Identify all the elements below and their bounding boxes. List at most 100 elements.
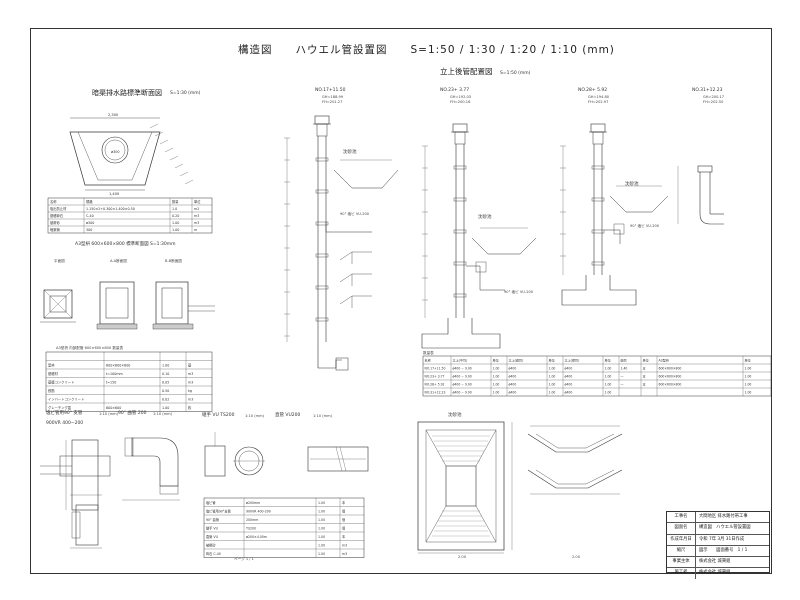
qty-table-cell: 1.00 — [745, 367, 752, 371]
qty-table-cell: 単位 — [493, 358, 499, 363]
culvert-table-cell: C-40 — [86, 214, 94, 218]
parts-table-cell: m3 — [342, 544, 347, 548]
straight-pipe-body — [307, 446, 369, 472]
elbow-body — [131, 437, 179, 487]
standpipe-1-branch — [339, 273, 372, 283]
sediment-1-shape — [333, 169, 399, 189]
standpipe-3-fh: FH=202.97 — [588, 100, 609, 104]
box-table-cell: 1.00 — [162, 364, 169, 368]
qty-table-cell: 曲管 — [621, 358, 627, 363]
standpipe-joint — [453, 197, 467, 202]
culvert-dim-top-text: 2,300 — [108, 113, 119, 117]
box-table-cell: 基 — [188, 363, 192, 368]
standpipe-joint — [453, 293, 467, 298]
culvert-table-cell: 基礎砕石 — [50, 213, 64, 218]
parts-table-cell: 継手 VU — [206, 526, 219, 531]
elbow-socket-a — [124, 437, 134, 457]
parts-table-cell: 個 — [342, 517, 345, 522]
standpipe-joint — [315, 253, 329, 258]
box-table-cell: 0.05 — [162, 381, 169, 385]
qty-table-cell: ø400 — [565, 391, 573, 395]
part-2-title: 90° 曲管 200 — [118, 411, 147, 416]
box-table-cell: m3 — [188, 398, 193, 402]
standpipe-3-label: NO.28+ 5.92 — [578, 88, 608, 93]
box-table-frame — [45, 351, 213, 412]
qty-table-cell: 1.00 — [745, 383, 752, 387]
box-table-cell: 600×600×800 — [106, 364, 130, 368]
box-table-cell: 基礎材 — [48, 371, 59, 376]
box-view-bb: B-B断面図 — [165, 259, 182, 263]
qty-table-cell: 本 — [643, 366, 646, 371]
culvert-pipe-inner — [104, 139, 126, 161]
parts-table-cell: ø200×4.00m — [246, 535, 267, 539]
parts-table-cell: ø200mm — [246, 501, 260, 505]
sediment-plan-dim-w: 2.00 — [458, 555, 467, 559]
standpipe-joint — [591, 165, 605, 170]
culvert-table-cell: 被覆砂 — [50, 220, 61, 225]
standpipe-4-bend — [699, 213, 724, 225]
straight-pipe-break — [339, 446, 347, 472]
standpipe-1-elbow — [335, 357, 349, 371]
parts-table-cell: 被覆砂 — [206, 543, 216, 548]
culvert-slope-hatch — [164, 147, 174, 153]
box-table-title: A3型枡 内部配管 600×600×800 数量表 — [56, 346, 124, 350]
qty-table-cell: NO.23+ 3.77 — [425, 375, 445, 379]
parts-table-cell: 本 — [342, 500, 346, 505]
qty-table-cell: 立上(平均) — [453, 358, 468, 363]
standpipe-joint — [453, 165, 467, 170]
standpipe-joint — [315, 285, 329, 290]
qty-table-cell: 1.00 — [493, 375, 500, 379]
sediment-plan-sump — [445, 465, 477, 507]
standpipe-2-elbow — [475, 261, 487, 273]
title-block: 工事名大間地区 排水路付帯工事 図面名構造図 ハウエル管設置図 作成年月日令和 … — [666, 511, 770, 579]
part-1-scale: 1:10 (mm) — [99, 412, 119, 416]
culvert-table-cell: 単位 — [194, 199, 201, 204]
qty-table-cell: 単位 — [549, 358, 555, 363]
parts-table-cell: 塩ビ管 — [206, 500, 216, 505]
box-aa-outer — [99, 281, 135, 325]
box-section-title: A3型枡 600×600×800 標準断面図 S=1:30mm — [75, 242, 176, 247]
qty-table-cell: 立上(縦管) — [509, 358, 524, 363]
box-table-cell: 1.00 — [162, 406, 169, 410]
box-table-cell: m3 — [188, 372, 193, 376]
qty-table-cell: ø400 — [565, 367, 573, 371]
culvert-table-cell: ø300 — [86, 221, 94, 225]
standpipe-joint — [453, 229, 467, 234]
qty-table-cell: 1.00 — [745, 391, 752, 395]
box-plan-inner — [49, 295, 67, 313]
elbow-socket-b — [159, 485, 179, 495]
qty-table-cell: 単位 — [605, 358, 611, 363]
qty-table-cell: ø400 ~ 9.90 — [453, 383, 472, 387]
box-table-cell: グレーチング蓋 — [48, 405, 72, 410]
standpipe-section-title: 立上後管配置図 S=1:50 (mm) — [440, 67, 531, 76]
culvert-table-frame — [47, 197, 213, 234]
sediment-plan-edge — [425, 429, 447, 467]
qty-table-cell: ø400 — [565, 375, 573, 379]
qty-table-cell: 1.00 — [493, 383, 500, 387]
standpipe-3-gh: GH=194.80 — [588, 95, 610, 99]
standpipe-cap — [452, 123, 468, 133]
sediment-plan-title: 沈砂池 — [448, 413, 462, 418]
culvert-trench-outline — [69, 131, 161, 186]
parts-table-cell: 1.00 — [318, 535, 325, 539]
qty-table-cell: 1.00 — [549, 367, 556, 371]
qty-table-cell: 単位 — [745, 358, 751, 363]
title-block-row: 図面名構造図 ハウエル管設置図 — [667, 523, 769, 535]
culvert-pipe-outer — [101, 136, 129, 164]
qty-table-cell: 1.00 — [549, 391, 556, 395]
parts-table-cell: 塩ビ管用90°支管 — [206, 509, 231, 514]
elbow-note-3: 90° 塩ビ VU-200 — [630, 224, 660, 228]
box-table-cell: kg — [188, 389, 192, 393]
standpipe-cap — [314, 115, 330, 125]
parts-table-cell: 90° 曲管 — [206, 517, 219, 522]
box-table-cell: 600×600 — [106, 406, 121, 410]
part-2-scale: 1:10 (mm) — [153, 412, 173, 416]
standpipe-joint — [591, 197, 605, 202]
elbow-note-2: 90° 塩ビ VU-200 — [504, 290, 534, 294]
culvert-table-cell: 規格 — [86, 199, 93, 204]
standpipe-4-cap — [697, 165, 713, 173]
standpipe-2-label: NO.23+ 3.77 — [440, 88, 470, 93]
sediment-plan-dim-w2: 2.00 — [572, 555, 581, 559]
box-table-cell: 型枠 — [48, 363, 55, 368]
box-bb-base — [152, 323, 194, 330]
